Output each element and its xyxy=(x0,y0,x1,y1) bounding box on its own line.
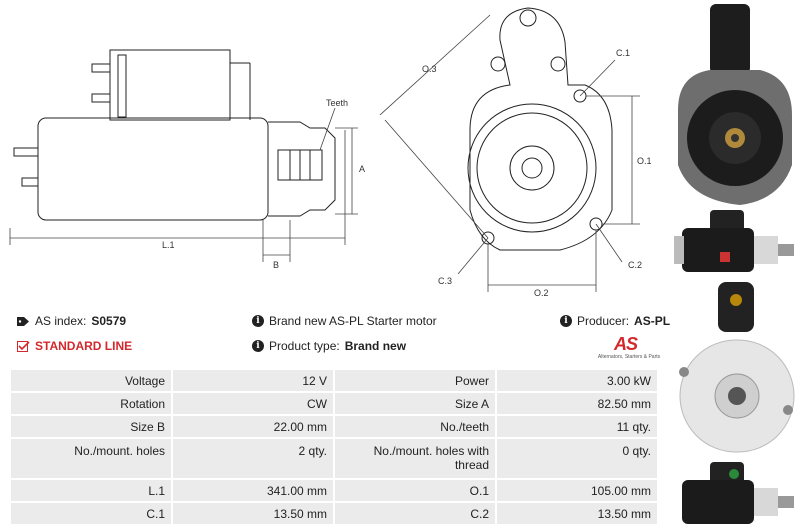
table-row: L.1 341.00 mm O.1 105.00 mm xyxy=(11,480,657,501)
spec-key: Power xyxy=(335,370,495,391)
spec-value: 13.50 mm xyxy=(173,503,333,524)
spec-value: 3.00 kW xyxy=(497,370,657,391)
description-text: Brand new AS-PL Starter motor xyxy=(269,314,437,328)
spec-value: 2 qty. xyxy=(173,439,333,478)
label-o2: O.2 xyxy=(534,288,549,298)
label-c1: C.1 xyxy=(616,48,630,58)
spec-value: 341.00 mm xyxy=(173,480,333,501)
spec-key: L.1 xyxy=(11,480,171,501)
spec-table: Voltage 12 V Power 3.00 kW Rotation CW S… xyxy=(9,368,659,526)
info-icon: i xyxy=(560,315,572,327)
photo-side-view xyxy=(674,210,794,272)
as-index-label: AS index: xyxy=(35,314,87,328)
photo-front-view xyxy=(678,4,792,205)
logo-subtitle: Alternators, Starters & Parts xyxy=(597,354,661,360)
label-o1: O.1 xyxy=(637,156,652,166)
as-index-value: S0579 xyxy=(91,314,127,328)
technical-drawing: Teeth A B L.1 O.1 O.2 O.3 C.1 C.2 C.3 xyxy=(9,7,652,298)
description: i Brand new AS-PL Starter motor xyxy=(252,314,437,328)
photo-side-view-2 xyxy=(682,462,794,524)
product-type: i Product type: Brand new xyxy=(252,339,406,353)
table-row: Rotation CW Size A 82.50 mm xyxy=(11,393,657,414)
as-logo: AS Alternators, Starters & Parts xyxy=(596,334,662,362)
spec-key: Rotation xyxy=(11,393,171,414)
spec-key: No./mount. holes xyxy=(11,439,171,478)
product-photos xyxy=(674,4,795,524)
table-row: C.1 13.50 mm C.2 13.50 mm xyxy=(11,503,657,524)
spec-key: No./mount. holes with thread xyxy=(335,439,495,478)
producer-label: Producer: xyxy=(577,314,630,328)
side-view xyxy=(13,49,336,221)
spec-value: 22.00 mm xyxy=(173,416,333,437)
standard-line-text: STANDARD LINE xyxy=(35,339,133,353)
table-row: Size B 22.00 mm No./teeth 11 qty. xyxy=(11,416,657,437)
producer: i Producer: AS-PL xyxy=(560,314,670,328)
label-c2: C.2 xyxy=(628,260,642,270)
table-row: No./mount. holes 2 qty. No./mount. holes… xyxy=(11,439,657,478)
spec-key: Voltage xyxy=(11,370,171,391)
as-index: AS index: S0579 xyxy=(17,314,126,328)
product-info: AS index: S0579 i Brand new AS-PL Starte… xyxy=(0,306,670,366)
tag-icon xyxy=(17,316,29,326)
label-o3: O.3 xyxy=(422,64,437,74)
checkbox-icon xyxy=(17,340,30,352)
spec-key: Size A xyxy=(335,393,495,414)
logo-mark: AS xyxy=(614,334,638,354)
photo-rear-view xyxy=(679,282,795,453)
label-teeth: Teeth xyxy=(326,98,348,108)
spec-key: O.1 xyxy=(335,480,495,501)
producer-value: AS-PL xyxy=(634,314,671,328)
product-type-label: Product type: xyxy=(269,339,340,353)
info-icon: i xyxy=(252,315,264,327)
spec-value: 105.00 mm xyxy=(497,480,657,501)
info-icon: i xyxy=(252,340,264,352)
product-type-value: Brand new xyxy=(344,339,407,353)
spec-value: 12 V xyxy=(173,370,333,391)
spec-value: 11 qty. xyxy=(497,416,657,437)
spec-value: CW xyxy=(173,393,333,414)
table-row: Voltage 12 V Power 3.00 kW xyxy=(11,370,657,391)
front-view xyxy=(467,7,613,251)
label-l1: L.1 xyxy=(162,240,175,250)
spec-key: C.2 xyxy=(335,503,495,524)
label-b: B xyxy=(273,260,279,270)
label-c3: C.3 xyxy=(438,276,452,286)
label-a: A xyxy=(359,164,365,174)
spec-key: C.1 xyxy=(11,503,171,524)
spec-value: 82.50 mm xyxy=(497,393,657,414)
spec-key: Size B xyxy=(11,416,171,437)
spec-value: 13.50 mm xyxy=(497,503,657,524)
spec-value: 0 qty. xyxy=(497,439,657,478)
standard-line: STANDARD LINE xyxy=(17,339,132,353)
spec-key: No./teeth xyxy=(335,416,495,437)
